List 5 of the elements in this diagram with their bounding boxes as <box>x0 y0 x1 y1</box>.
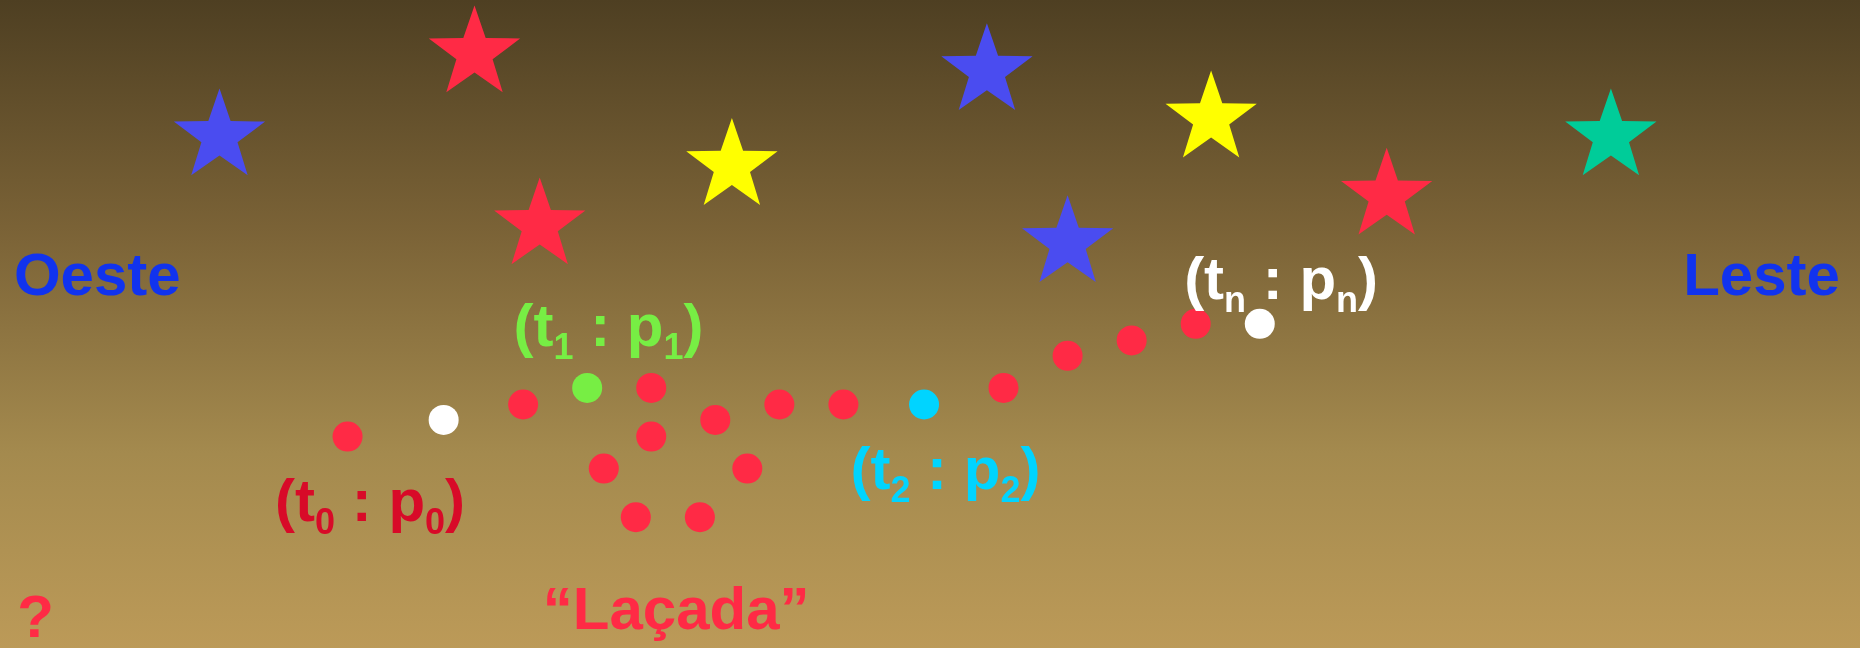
question-mark: ? <box>17 586 54 647</box>
direction-label: Leste <box>1683 245 1840 306</box>
position-label: (t$_{1}$ : p$_{1}$) <box>513 296 704 357</box>
loop-label: “Laçada” <box>542 578 810 639</box>
direction-label: Oeste <box>13 245 181 306</box>
